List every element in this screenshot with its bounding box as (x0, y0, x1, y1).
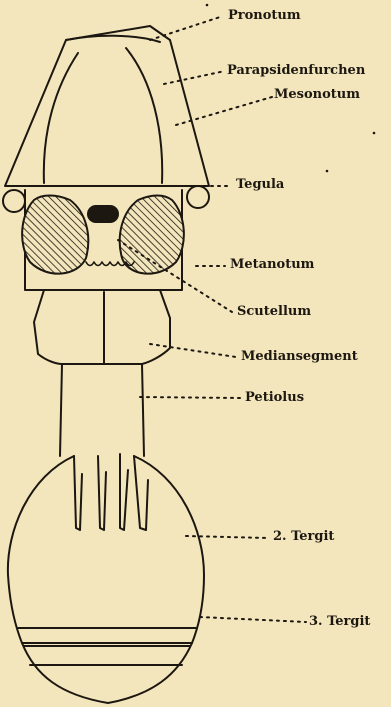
gaster-spine-3 (120, 454, 128, 530)
label-tergit-2: 2. Tergit (273, 530, 334, 544)
pronotum-line (66, 36, 160, 42)
petiolus-outline (60, 364, 144, 456)
tegula-left (3, 190, 25, 212)
parapsidenfurche-right (126, 48, 162, 183)
ink-dot-1 (206, 4, 209, 7)
leader-tergit-3 (200, 617, 306, 622)
scutellum-spot (88, 206, 118, 222)
label-petiolus: Petiolus (245, 391, 304, 405)
gaster-spine-1 (74, 456, 82, 530)
ink-dot-2 (373, 132, 376, 135)
leader-petiolus (140, 397, 240, 398)
ink-dot-3 (326, 170, 329, 173)
leader-mesonotum (176, 97, 272, 125)
label-pronotum: Pronotum (228, 9, 301, 23)
label-tegula: Tegula (236, 178, 284, 192)
gaster-tip (22, 643, 192, 703)
leader-pronotum (150, 17, 220, 40)
label-mediansegment: Mediansegment (241, 350, 358, 364)
label-mesonotum: Mesonotum (274, 88, 360, 102)
label-scutellum: Scutellum (237, 305, 311, 319)
label-metanotum: Metanotum (230, 258, 314, 272)
tegula-right (187, 186, 209, 208)
mesonotum-outline (5, 26, 209, 186)
label-parapsidenfurchen: Parapsidenfurchen (227, 64, 365, 78)
mediansegment-outline (34, 290, 170, 364)
parapsidenfurche-left (44, 53, 78, 183)
gaster-spine-4 (134, 456, 148, 530)
gaster-spine-2 (98, 456, 106, 530)
leader-parapsidenfurchen (164, 71, 225, 84)
metanotum-left (22, 196, 88, 274)
label-tergit-3: 3. Tergit (309, 615, 370, 629)
metanotum-right (120, 196, 184, 274)
